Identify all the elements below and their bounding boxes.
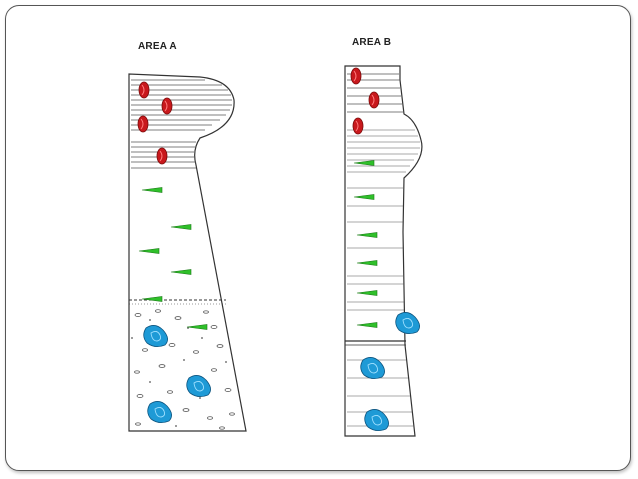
red-fossil-icon [138,81,150,99]
red-fossil-icon [156,147,168,165]
red-fossil-icon [350,67,362,85]
area-b-label: AREA B [352,37,392,48]
area-b-column [344,65,423,437]
area-a-column [128,73,247,432]
red-fossil-icon [352,117,364,135]
red-fossil-icon [161,97,173,115]
red-fossil-icon [368,91,380,109]
blue-fossil-icon [395,311,421,335]
slide-frame [5,5,631,471]
red-fossil-icon [137,115,149,133]
area-a-label: AREA A [138,41,177,52]
